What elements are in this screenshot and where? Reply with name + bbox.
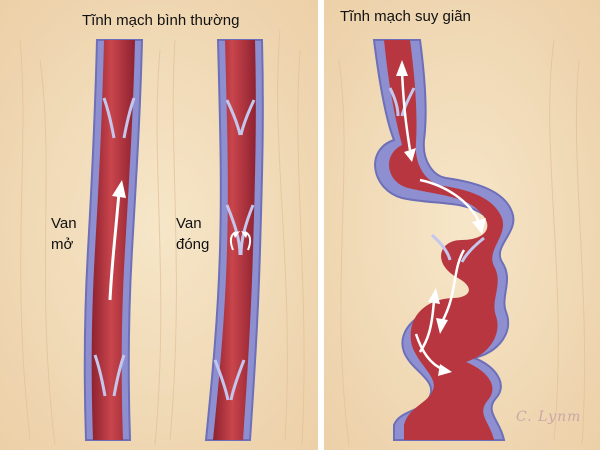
varicose-vein (372, 39, 515, 441)
valve-closed-label-line2: đóng (176, 236, 210, 253)
vein-valve-open (83, 39, 144, 441)
valve-open-label-line2: mở (51, 236, 74, 253)
normal-veins-illustration (0, 0, 318, 450)
varicose-vein-panel: Tĩnh mạch suy giãn (324, 0, 600, 450)
varicose-vein-title: Tĩnh mạch suy giãn (340, 8, 471, 25)
normal-veins-panel: Tĩnh mạch bình thường Van mở Van đóng (0, 0, 318, 450)
panel-divider (318, 0, 324, 450)
valve-closed-label: Van đóng (176, 213, 209, 255)
varicose-vein-illustration (324, 0, 600, 450)
normal-veins-title: Tĩnh mạch bình thường (82, 12, 240, 29)
artist-signature: C. Lynm (516, 409, 582, 425)
valve-closed-label-line1: Van (176, 215, 202, 232)
valve-open-label: Van mở (51, 213, 77, 255)
valve-open-label-line1: Van (51, 215, 77, 232)
vein-valve-closed (204, 39, 264, 441)
